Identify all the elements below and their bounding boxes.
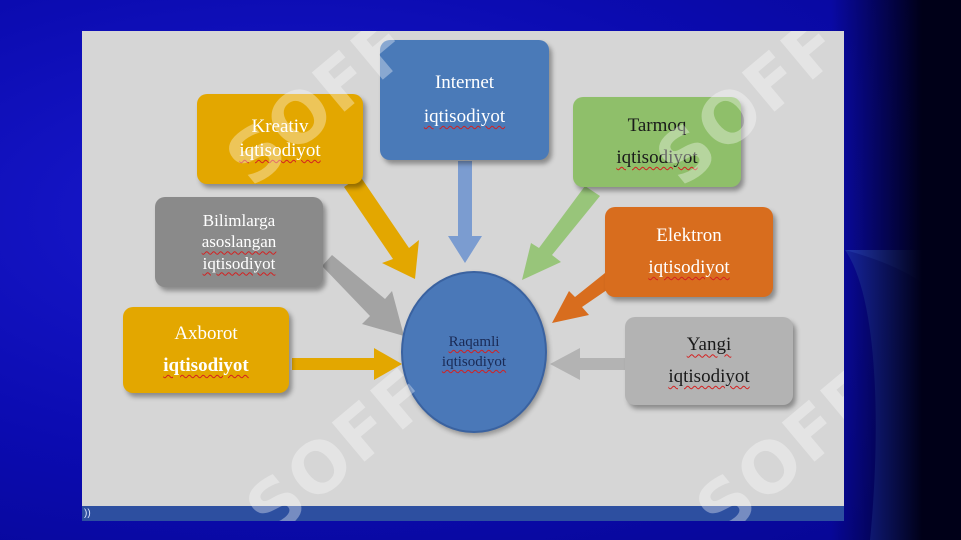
- node-bilimlarga-line2: asoslangan: [201, 232, 277, 252]
- node-bilimlarga-line1: Bilimlarga: [202, 211, 276, 231]
- image-bottom-strip: )): [82, 506, 844, 521]
- node-tarmoq-line1: Tarmoq: [627, 115, 687, 137]
- node-axborot: Axborot iqtisodiyot: [123, 307, 289, 393]
- arrow-kreativ: [344, 176, 419, 279]
- arrow-elektron: [552, 269, 620, 323]
- node-tarmoq-line2: iqtisodiyot: [616, 147, 698, 168]
- node-elektron: Elektron iqtisodiyot: [605, 207, 773, 297]
- node-kreativ-line1: Kreativ: [251, 116, 309, 138]
- node-axborot-line2: iqtisodiyot: [163, 355, 249, 376]
- node-axborot-line1: Axborot: [174, 323, 238, 345]
- node-elektron-line1: Elektron: [656, 225, 722, 247]
- node-kreativ: Kreativ iqtisodiyot: [197, 94, 363, 184]
- node-elektron-line2: iqtisodiyot: [648, 257, 730, 278]
- node-tarmoq: Tarmoq iqtisodiyot: [573, 97, 741, 187]
- node-internet: Internet iqtisodiyot: [380, 40, 549, 160]
- node-internet-line2: iqtisodiyot: [423, 106, 506, 127]
- node-yangi: Yangi iqtisodiyot: [625, 317, 793, 405]
- node-internet-line1: Internet: [434, 72, 495, 94]
- node-bilimlarga: Bilimlarga asoslangan iqtisodiyot: [155, 197, 323, 287]
- node-raqamli-center: Raqamli iqtisodiyot: [401, 271, 547, 433]
- node-yangi-line2: iqtisodiyot: [668, 366, 750, 387]
- arrow-internet: [448, 161, 482, 263]
- arrow-yangi: [550, 348, 630, 380]
- arrows-layer: [292, 161, 630, 380]
- arrow-axborot: [292, 348, 402, 380]
- arrow-tarmoq: [522, 186, 600, 280]
- node-bilimlarga-line3: iqtisodiyot: [202, 253, 276, 273]
- node-yangi-line1: Yangi: [686, 334, 732, 356]
- slide-dark-edge: [831, 0, 961, 540]
- center-line2: iqtisodiyot: [441, 354, 507, 370]
- node-kreativ-line2: iqtisodiyot: [239, 140, 321, 161]
- diagram-image: Kreativ iqtisodiyot Internet iqtisodiyot…: [82, 31, 844, 521]
- center-line1: Raqamli: [448, 333, 500, 350]
- footer-text: )): [84, 508, 91, 519]
- arrow-bilimlarga: [322, 255, 404, 336]
